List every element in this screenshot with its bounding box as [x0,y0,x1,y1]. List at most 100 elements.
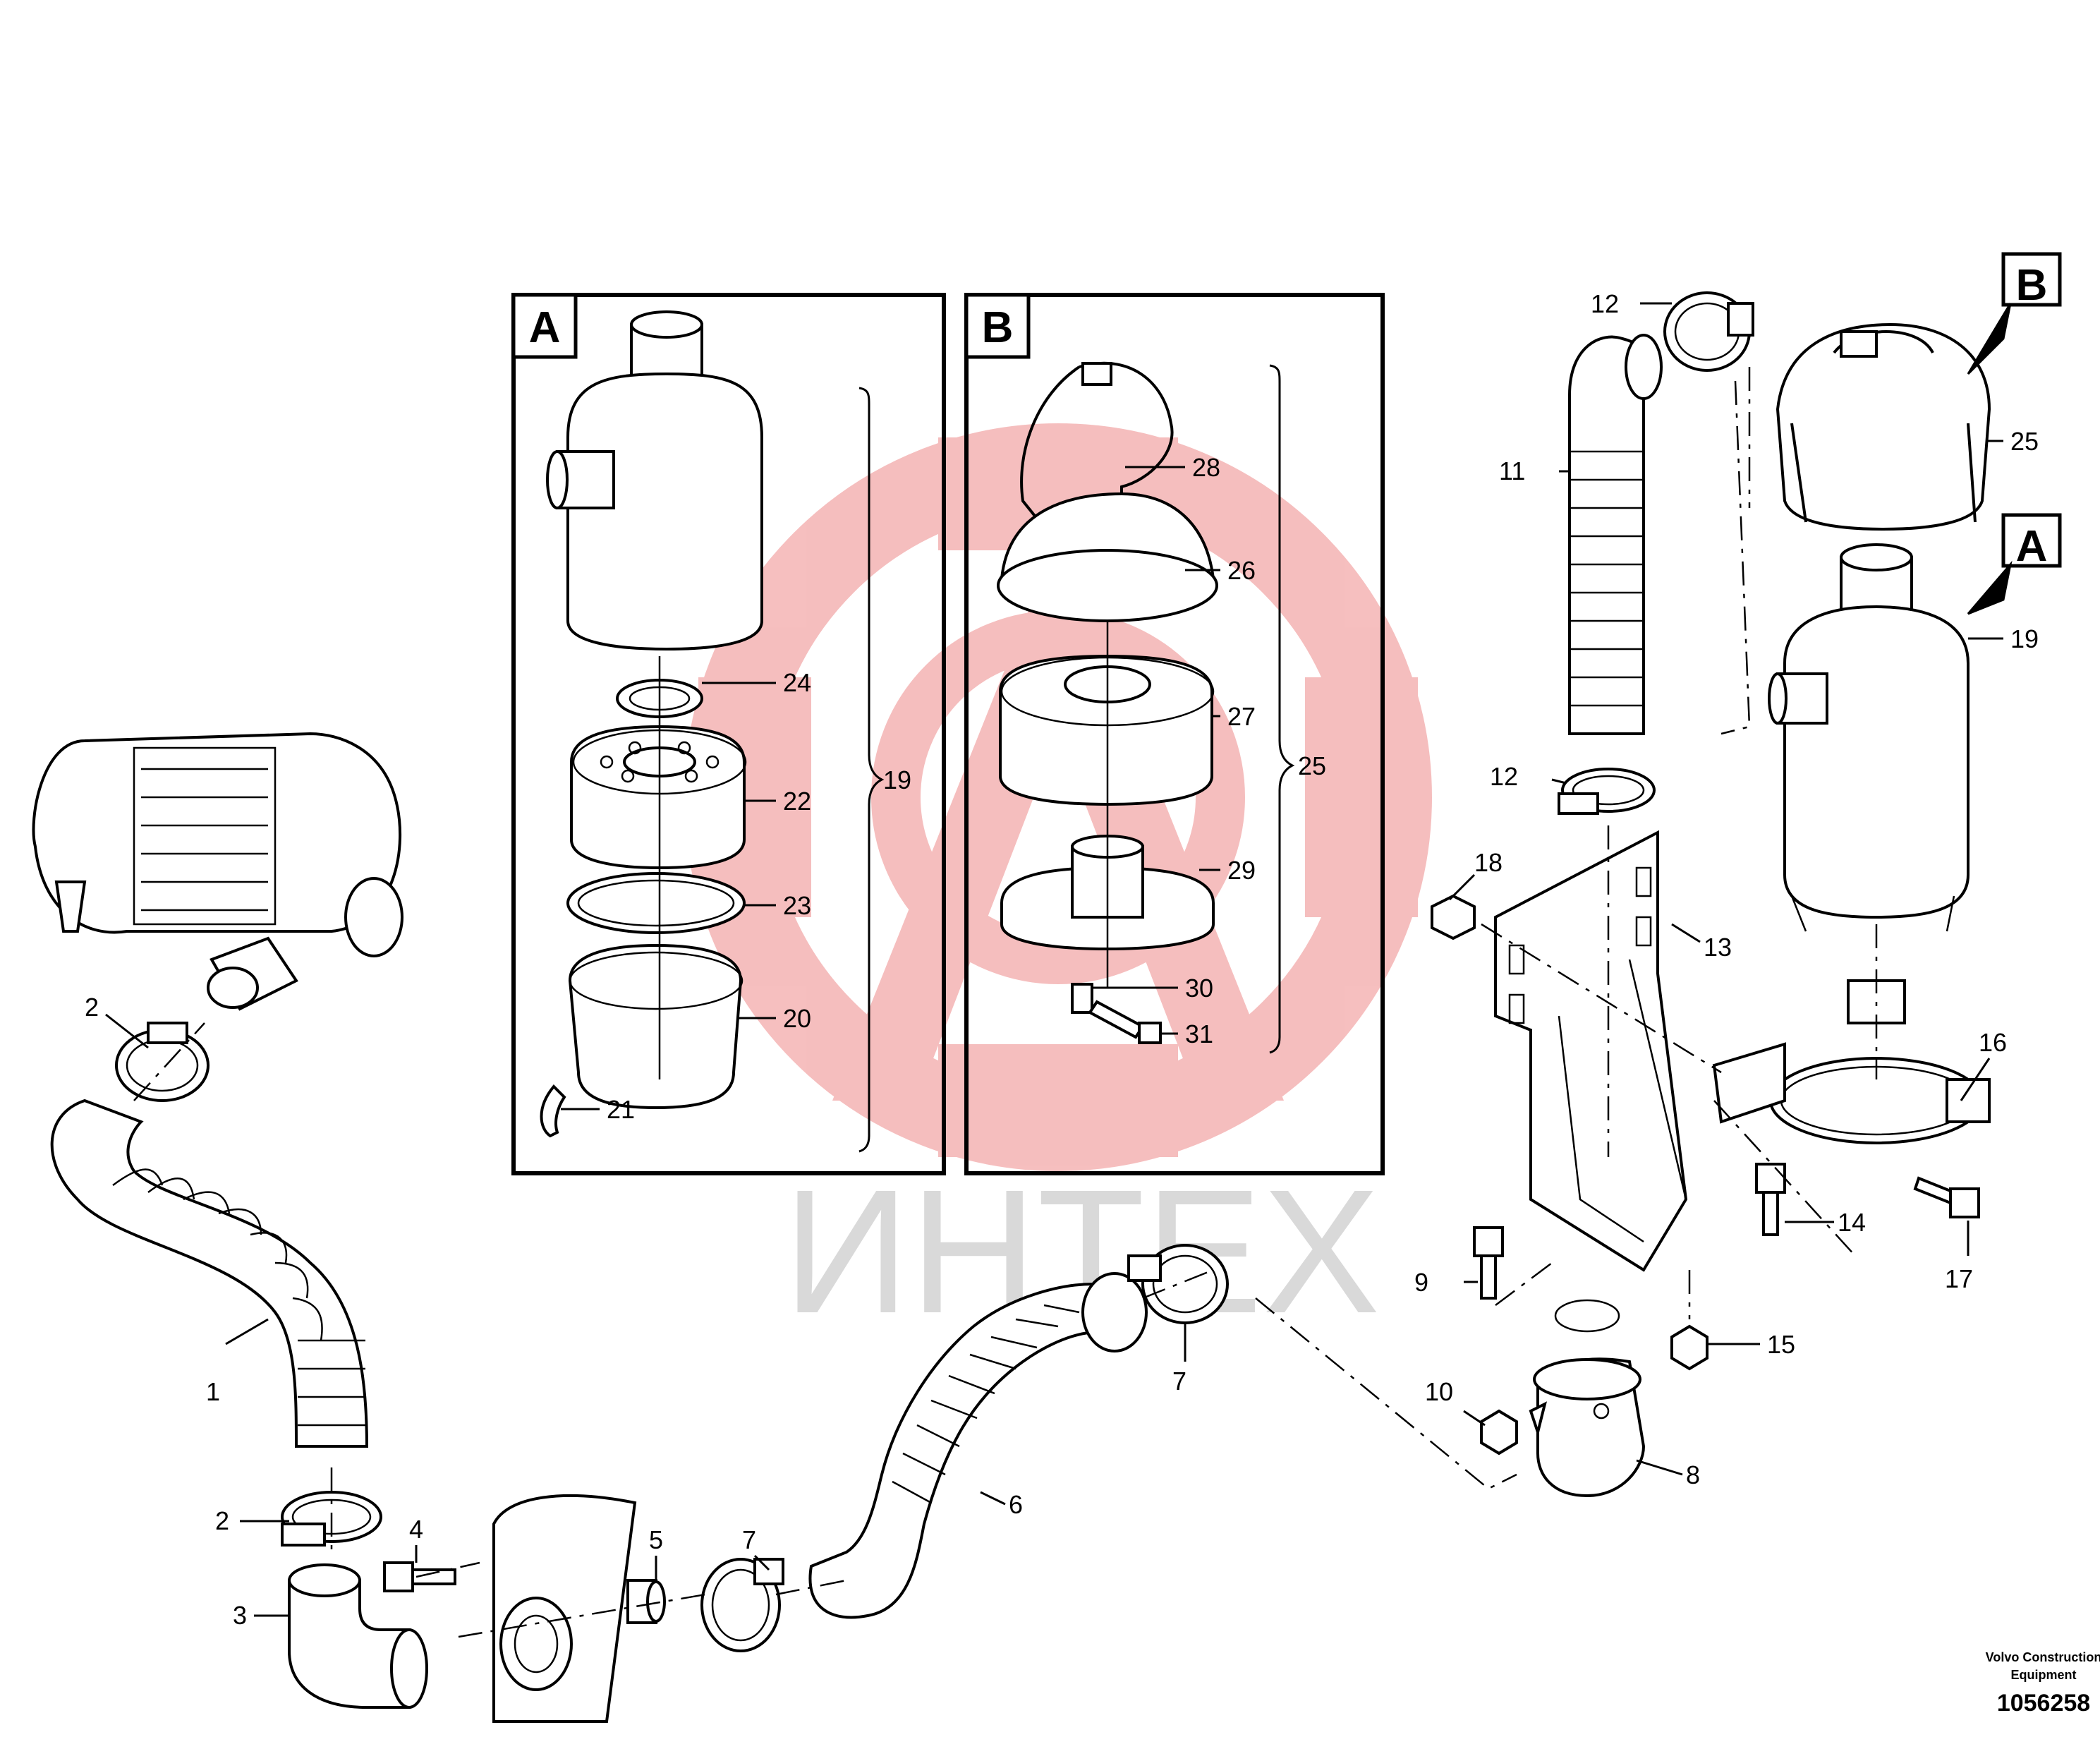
label-10: 10 [1425,1377,1453,1406]
center-line [1495,1262,1553,1306]
tag-b: B [2016,261,2048,310]
inset-b-leaders [1092,466,1220,1035]
label-5: 5 [649,1525,663,1554]
label-8: 8 [1686,1460,1700,1489]
air-cleaner-left [32,732,403,1011]
label-13: 13 [1704,933,1732,962]
label-2-lower: 2 [215,1506,229,1535]
label-4: 4 [409,1515,423,1544]
inset-a-label-20: 20 [783,1004,811,1033]
center-line [1142,1269,1214,1300]
bolt-17 [1913,1176,1980,1218]
label-12-lower: 12 [1490,762,1518,791]
inset-b-label-30: 30 [1185,974,1213,1003]
inset-a-bracket [858,387,885,1153]
mounting-plate [492,1494,637,1723]
inset-a-cup-20 [568,943,744,1110]
main-leaders [105,302,2003,1617]
label-16: 16 [1979,1028,2007,1057]
center-line [1481,923,1722,1074]
bolt-4 [383,1561,456,1592]
hose-6 [808,1272,1148,1619]
inset-b-tag: B [982,303,1014,352]
inset-a-leaders [561,682,776,1110]
inset-a-label-22: 22 [783,787,811,816]
label-17: 17 [1945,1264,1973,1293]
elbow-3 [288,1563,428,1709]
hose-clamp-2-upper [115,1022,210,1102]
center-line [1713,1100,1856,1257]
tag-b-pointer [1967,303,2012,375]
cover-25-right [1776,322,1991,531]
inset-a-label-24: 24 [783,668,811,697]
inset-b-cover-26 [997,492,1218,622]
inset-a-filter-22 [570,725,747,870]
nut-5 [626,1579,666,1624]
label-1: 1 [206,1377,220,1406]
label-25: 25 [2010,427,2039,456]
tag-a: A [2016,522,2048,571]
inset-b-bowl-27 [999,654,1215,806]
center-line [775,1579,847,1596]
bolt-9 [1473,1226,1504,1300]
inset-a-clip-21 [540,1084,566,1138]
inset-a-housing-19 [546,310,763,651]
inset-a-tag: A [529,303,561,352]
hose-clamp-12-lower [1558,768,1656,815]
credit-line-1: Volvo Construction [1986,1650,2100,1664]
credit-line-2: Equipment [2011,1668,2077,1682]
tag-a-pointer [1967,560,2013,615]
inset-a-label-21: 21 [607,1095,635,1124]
nut-15 [1670,1324,1708,1371]
center-line [133,1022,205,1101]
center-line [415,1561,480,1578]
inset-b-label-29: 29 [1227,856,1256,885]
hose-11 [1568,334,1663,735]
inset-b-bail-28 [1020,361,1174,538]
nut-18 [1431,894,1476,940]
label-14: 14 [1838,1208,1866,1237]
label-18: 18 [1474,848,1503,877]
inset-b-tag-box [964,293,1031,359]
elbow-8 [1529,1299,1646,1498]
bracket-13 [1494,830,1688,1272]
inset-b-screw-31 [1088,1000,1162,1044]
bolt-14 [1755,1163,1786,1236]
inset-b-washer-30 [1071,983,1093,1014]
inset-b-label-28: 28 [1192,453,1220,482]
label-11: 11 [1499,456,1525,485]
center-line [458,1593,706,1638]
label-2-upper: 2 [85,993,99,1022]
housing-19-right [1768,543,1969,932]
inset-a-tag-box [511,293,578,359]
label-9: 9 [1414,1268,1428,1297]
nut-10 [1480,1409,1518,1455]
inset-b-bracket [1269,364,1295,1054]
center-line [1255,1297,1517,1490]
inset-a-label-23: 23 [783,891,811,920]
center-line [1720,380,1751,735]
hose-clamp-12-upper [1663,291,1754,372]
label-3: 3 [233,1601,247,1630]
label-6: 6 [1009,1490,1023,1519]
inset-b-frame [964,293,1385,1175]
inset-a-seal-23 [566,872,746,934]
inset-b-label-25: 25 [1298,751,1326,780]
inset-b-label-26: 26 [1227,556,1256,585]
inset-b-label-31: 31 [1185,1019,1213,1048]
hose-clamp-7-upper [1127,1244,1229,1324]
hose-1 [50,1099,369,1448]
document-number: 1056258 [1997,1690,2090,1717]
band-clamp-16 [1712,979,1991,1144]
label-15: 15 [1767,1330,1795,1359]
label-7-lower: 7 [742,1525,756,1554]
label-12-upper: 12 [1591,289,1619,318]
inset-b-label-27: 27 [1227,702,1256,731]
label-7-upper: 7 [1172,1367,1186,1396]
inset-a-frame [511,293,946,1175]
inset-a-label-19: 19 [883,765,911,794]
label-19: 19 [2010,624,2039,653]
tag-a-box [2001,513,2062,568]
